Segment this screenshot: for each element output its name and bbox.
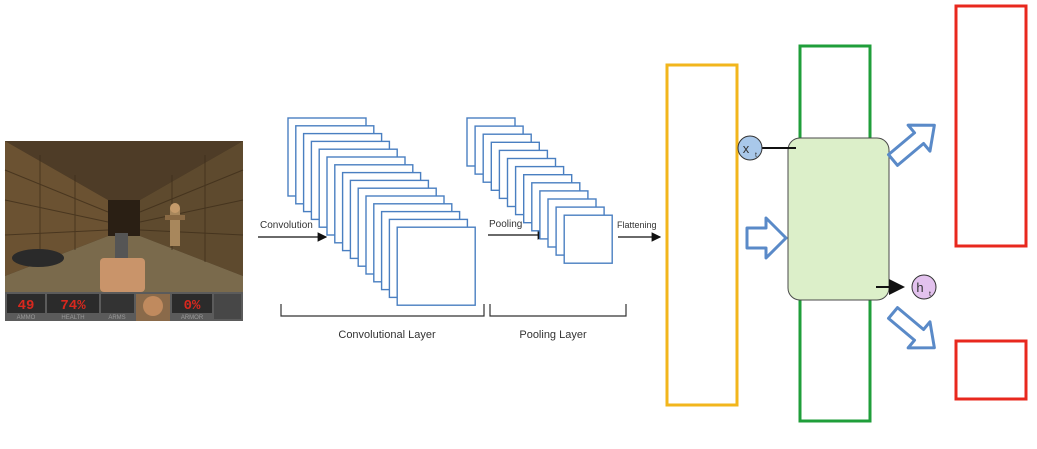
hud-health-value: 74%: [60, 298, 86, 314]
hud-ammo-value: 49: [18, 298, 35, 314]
fallen-body: [12, 249, 64, 267]
convolutional-layer-bracket: [280, 304, 485, 317]
lstm-column-top: [798, 44, 872, 142]
convolutional-layer-label: Convolutional Layer: [338, 329, 436, 341]
input-xt-symbol: x: [743, 141, 750, 156]
hud-health-label: HEALTH: [61, 315, 84, 321]
pooling-label: Pooling: [489, 219, 522, 230]
output-arrow-up: [887, 123, 936, 167]
hud-armor-value: 0%: [184, 298, 201, 314]
dense-layer-box: [665, 63, 739, 407]
conv-feature-map: [396, 226, 476, 306]
convolution-label: Convolution: [260, 220, 313, 231]
lstm-cell: [787, 137, 890, 301]
hud-ammo-label: AMMO: [17, 315, 36, 321]
output-box-bottom: [954, 339, 1028, 401]
output-box-top: [954, 4, 1028, 248]
convolutional-feature-maps: [287, 117, 476, 306]
doom-status-bar: 49 74% 0% AMMO HEALTH ARMS ARMOR: [5, 292, 243, 321]
input-xt-node: [737, 135, 763, 161]
enemy-figure: [165, 203, 185, 246]
game-screenshot: 49 74% 0% AMMO HEALTH ARMS ARMOR: [4, 141, 244, 321]
pooling-feature-maps: [466, 117, 613, 264]
player-hand-with-pistol: [100, 233, 145, 292]
input-xt-subscript: t: [755, 152, 757, 159]
lstm-column-bottom: [798, 297, 872, 423]
pooling-layer-bracket: [489, 304, 627, 317]
pool-feature-map: [563, 214, 613, 264]
input-block-arrow: [745, 216, 788, 260]
output-ht-symbol: h: [916, 280, 923, 295]
hud-armor-label: ARMOR: [181, 315, 204, 321]
output-ht-node: [911, 274, 937, 300]
pooling-layer-label: Pooling Layer: [519, 329, 587, 341]
player-face-icon: [143, 296, 163, 316]
output-arrow-down: [887, 306, 936, 350]
flattening-label: Flattening: [617, 220, 657, 230]
hud-arms-label: ARMS: [108, 315, 125, 321]
output-ht-subscript: t: [929, 291, 931, 298]
